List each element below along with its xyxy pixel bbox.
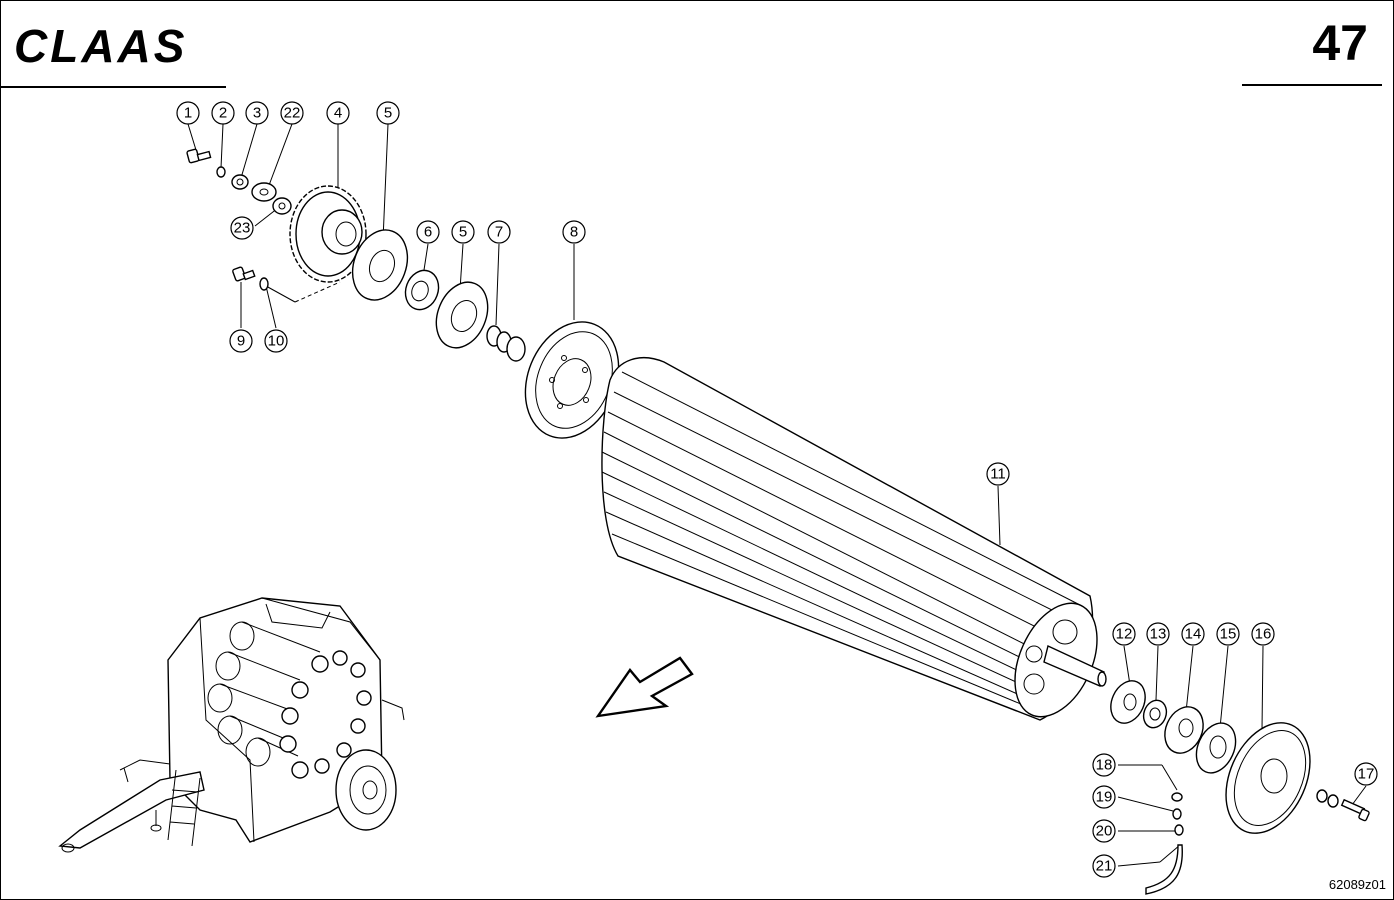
- callout-22: 22: [280, 101, 304, 125]
- washer-part-22: [251, 182, 277, 202]
- svg-text:20: 20: [1096, 823, 1113, 840]
- callout-5-right: 5: [451, 220, 475, 244]
- callout-16: 16: [1251, 622, 1275, 646]
- fitting-part-20: [1174, 824, 1184, 836]
- bolt-part-1: [186, 148, 212, 164]
- callout-13: 13: [1146, 622, 1170, 646]
- svg-text:15: 15: [1220, 626, 1237, 643]
- svg-text:18: 18: [1096, 757, 1113, 774]
- svg-text:5: 5: [459, 224, 467, 241]
- callout-20: 20: [1092, 819, 1116, 843]
- svg-text:19: 19: [1096, 789, 1113, 806]
- svg-text:21: 21: [1096, 858, 1113, 875]
- svg-text:23: 23: [234, 220, 251, 237]
- callout-1: 1: [176, 101, 200, 125]
- svg-text:1: 1: [184, 105, 192, 122]
- hose-part-21: [1145, 844, 1183, 895]
- fitting-part-18: [1171, 792, 1183, 802]
- callout-3: 3: [245, 101, 269, 125]
- flange-part-5-left: [351, 229, 409, 301]
- svg-text:14: 14: [1185, 626, 1202, 643]
- flange-part-5-right: [435, 281, 489, 349]
- washer-part-23: [272, 197, 292, 215]
- svg-text:2: 2: [219, 105, 227, 122]
- callout-18: 18: [1092, 753, 1116, 777]
- callout-23: 23: [230, 216, 254, 240]
- callout-7: 7: [487, 220, 511, 244]
- svg-text:11: 11: [990, 466, 1006, 483]
- callout-12: 12: [1112, 622, 1136, 646]
- svg-text:16: 16: [1255, 626, 1272, 643]
- page-number: 47: [1312, 15, 1368, 71]
- svg-text:8: 8: [570, 224, 578, 241]
- fitting-part-19: [1172, 808, 1182, 820]
- svg-text:22: 22: [284, 105, 301, 122]
- callout-8: 8: [562, 220, 586, 244]
- bearing-part-13: [1142, 699, 1168, 729]
- callout-21: 21: [1092, 854, 1116, 878]
- callout-9: 9: [229, 329, 253, 353]
- baler-machine-icon: [58, 597, 405, 853]
- callout-4: 4: [326, 101, 350, 125]
- nut-part-17a: [1316, 789, 1328, 803]
- bolt-part-17: [1340, 798, 1370, 822]
- svg-text:9: 9: [237, 333, 245, 350]
- svg-text:10: 10: [268, 333, 285, 350]
- sprocket-part-4: [289, 185, 367, 283]
- roller-part-11: [601, 357, 1107, 721]
- flange-part-14: [1164, 706, 1204, 754]
- disc-part-16: [1225, 722, 1311, 834]
- claas-logo: CLAAS: [14, 20, 187, 68]
- svg-text:12: 12: [1116, 626, 1133, 643]
- header-rule-right: [1242, 84, 1382, 86]
- washer-part-17b: [1327, 794, 1339, 808]
- svg-text:17: 17: [1358, 766, 1375, 783]
- brand-text: CLAAS: [14, 20, 187, 68]
- bolt-part-9: [232, 266, 256, 282]
- svg-text:6: 6: [424, 224, 432, 241]
- callout-19: 19: [1092, 785, 1116, 809]
- svg-text:7: 7: [495, 224, 503, 241]
- bearing-part-6: [404, 269, 440, 311]
- callout-17: 17: [1354, 762, 1378, 786]
- washer-part-2: [216, 166, 226, 178]
- leader-lines: [187, 123, 1367, 867]
- callout-10: 10: [264, 329, 288, 353]
- callout-15: 15: [1216, 622, 1240, 646]
- plate-part-15: [1195, 722, 1237, 774]
- callout-2: 2: [211, 101, 235, 125]
- spacers-part-7: [486, 325, 526, 362]
- drawing-reference: 62089z01: [1328, 877, 1386, 892]
- direction-arrow-icon: [595, 656, 694, 718]
- svg-text:4: 4: [334, 105, 342, 122]
- header-rule-left: [0, 86, 226, 88]
- callout-6: 6: [416, 220, 440, 244]
- nut-part-3: [231, 174, 249, 190]
- svg-text:3: 3: [253, 105, 261, 122]
- flange-part-12: [1110, 680, 1146, 724]
- svg-text:13: 13: [1150, 626, 1167, 643]
- svg-text:5: 5: [384, 105, 392, 122]
- ring-part-10: [259, 277, 269, 291]
- callout-5-left: 5: [376, 101, 400, 125]
- callout-14: 14: [1181, 622, 1205, 646]
- callout-11: 11: [986, 462, 1010, 486]
